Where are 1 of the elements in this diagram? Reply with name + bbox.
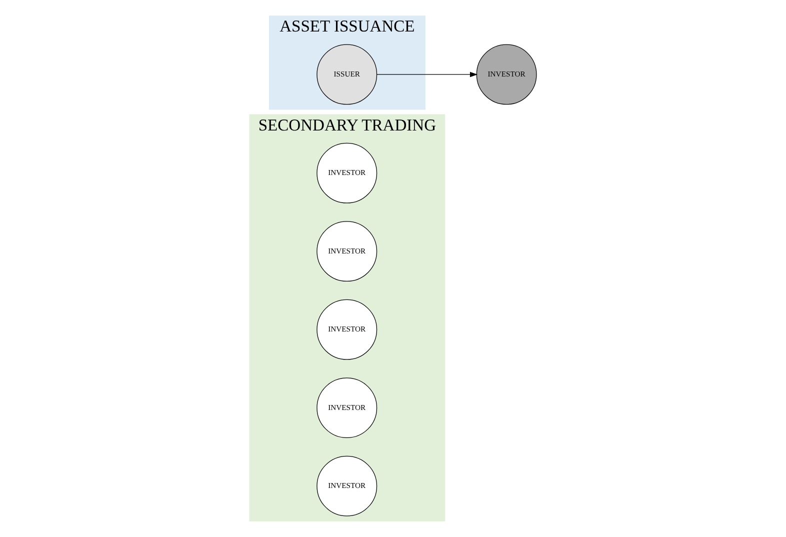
arrow (376, 72, 478, 78)
